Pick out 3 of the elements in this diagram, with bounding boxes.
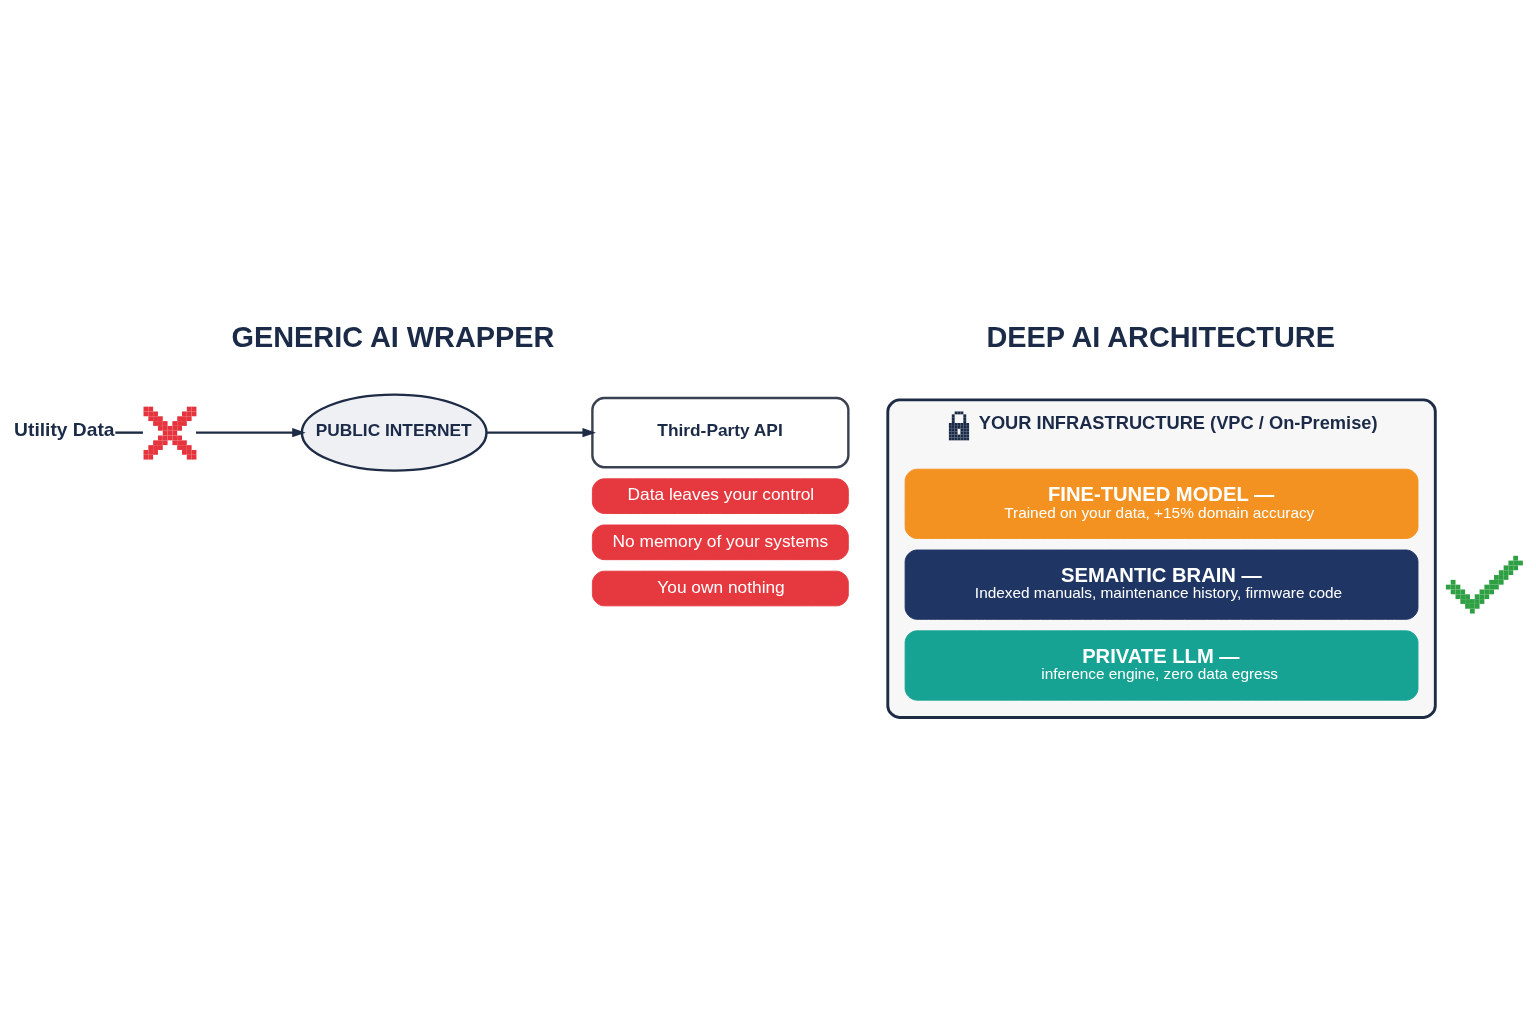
label: GENERIC AI WRAPPER [231,320,555,353]
label: DEEP AI ARCHITECTURE [986,320,1335,353]
node-text: Utility Data [14,418,115,440]
